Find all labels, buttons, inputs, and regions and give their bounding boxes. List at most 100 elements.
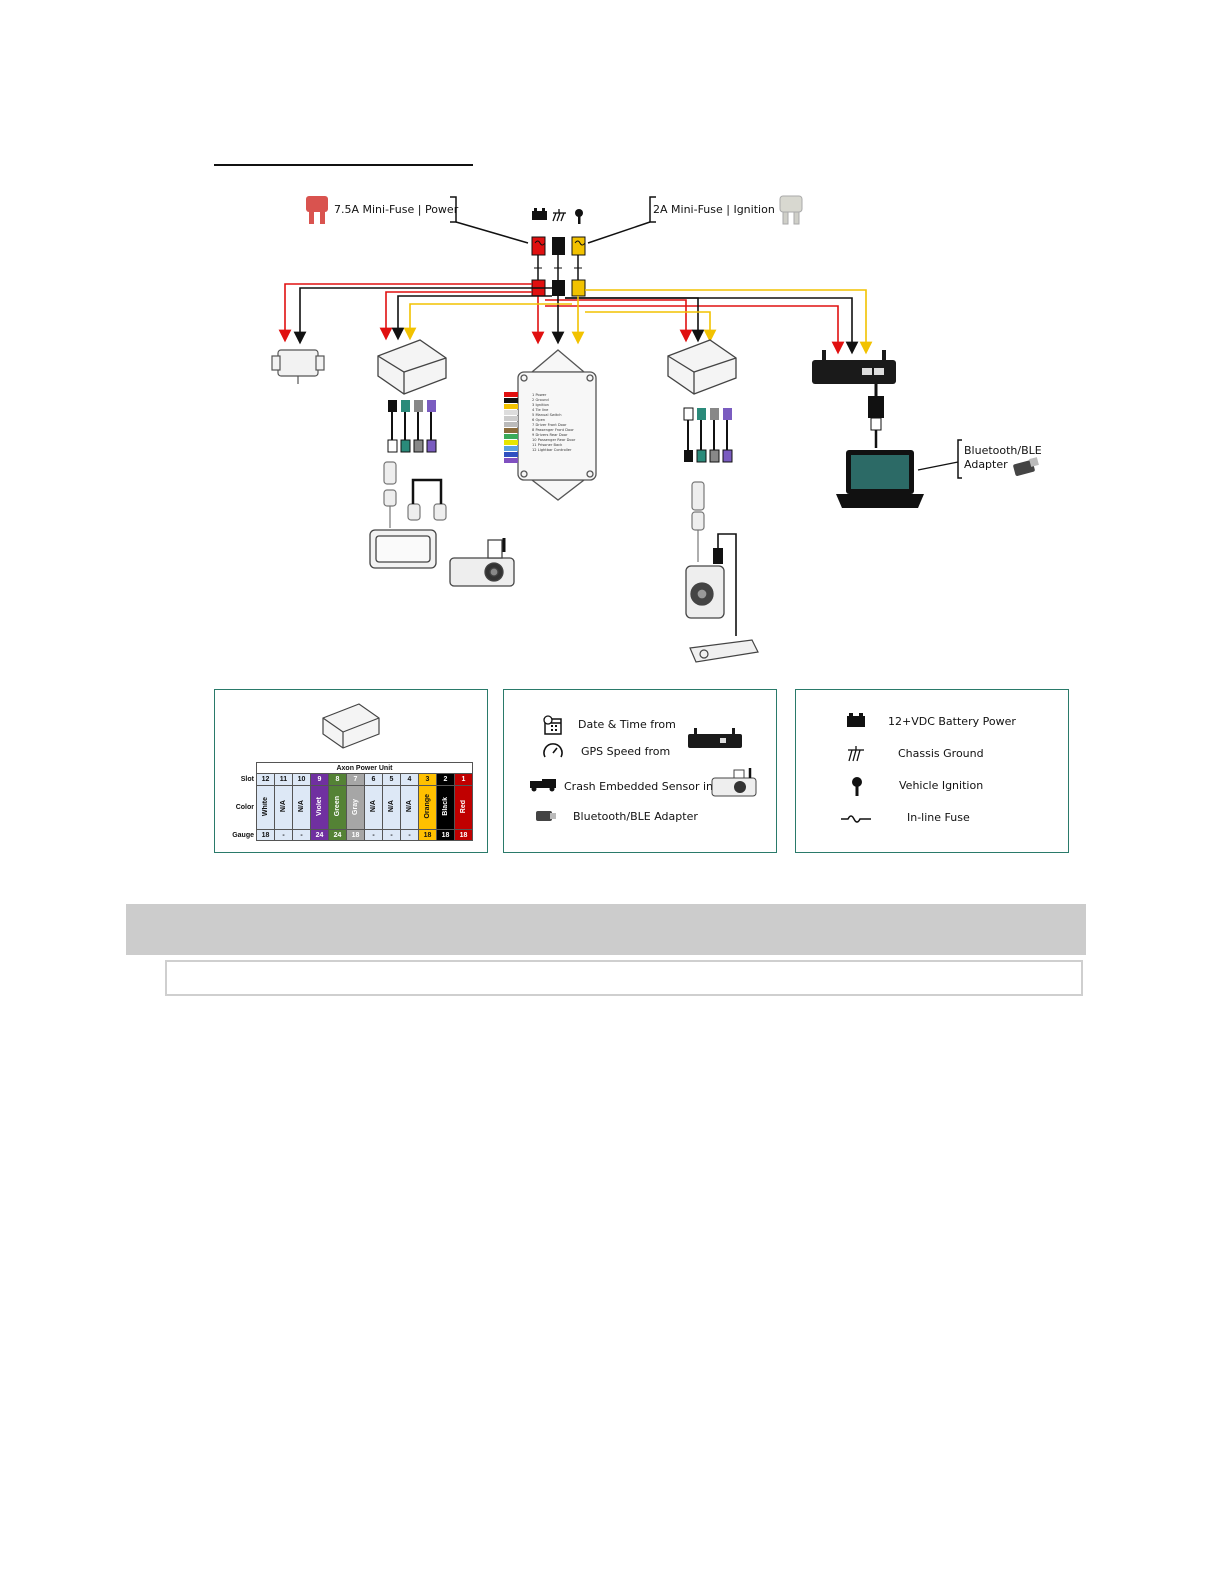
battery-legend-label: 12+VDC Battery Power — [888, 715, 1016, 728]
camera-controller-icon — [369, 529, 437, 569]
slot-cell: 10 — [292, 773, 311, 786]
gauge-cell: 24 — [328, 829, 347, 841]
gauge-cell: - — [274, 829, 293, 841]
slot-cell: 9 — [310, 773, 329, 786]
color-cell: Violet — [310, 785, 329, 830]
color-cell: Orange — [418, 785, 437, 830]
controller-pin-row: 2 Ground — [532, 398, 549, 402]
color-cell: Black — [436, 785, 455, 830]
key-icon — [575, 209, 583, 224]
bluetooth-label-line1: Bluetooth/BLE — [964, 444, 1042, 457]
gauge-cell: - — [364, 829, 383, 841]
slot-cell: 3 — [418, 773, 437, 786]
crash-sensor-label: Crash Embedded Sensor in — [564, 780, 713, 793]
date-time-label: Date & Time from — [578, 718, 676, 731]
slot-cell: 2 — [436, 773, 455, 786]
power-unit-small-icon — [322, 703, 380, 749]
section-header-bar — [126, 904, 1086, 955]
row-label-color: Color — [235, 804, 254, 811]
row-label-slot: Slot — [240, 776, 254, 783]
connector-group-left — [387, 400, 437, 453]
ground-legend-icon — [848, 746, 864, 762]
slot-cell: 12 — [256, 773, 275, 786]
heading-underline — [214, 164, 473, 166]
crash-icon — [530, 779, 556, 792]
dash-camera-icon — [449, 538, 515, 587]
slot-cell: 11 — [274, 773, 293, 786]
ethernet-plug-icon — [868, 396, 884, 448]
gauge-cell: 18 — [454, 829, 473, 841]
fuse-legend-label: In-line Fuse — [907, 811, 970, 824]
controller-pin-row: 3 Ignition — [532, 403, 549, 407]
slot-cell: 6 — [364, 773, 383, 786]
connector-group-right — [683, 407, 733, 463]
router-icon — [812, 350, 896, 384]
controller-pin-row: 10 Passenger Rear Door — [532, 438, 576, 442]
gauge-cell: - — [400, 829, 419, 841]
controller-pin-row: 4 Tie line — [532, 408, 549, 412]
color-cell: Green — [328, 785, 347, 830]
ignition-fuse-label: 2A Mini-Fuse | Ignition — [653, 203, 775, 216]
controller-pin-row: 1 Power — [532, 393, 547, 397]
ground-icon — [552, 209, 566, 222]
controller-pin-row: 6 Open — [532, 418, 546, 422]
gauge-cell: 18 — [436, 829, 455, 841]
color-cell: Gray — [346, 785, 365, 830]
battery-legend-icon — [847, 713, 865, 727]
color-cell: N/A — [292, 785, 311, 830]
controller-pin-row: 5 Manual Switch — [532, 413, 562, 417]
color-cell: Red — [454, 785, 473, 830]
gauge-cell: 18 — [418, 829, 437, 841]
slot-cell: 7 — [346, 773, 365, 786]
ignition-legend-label: Vehicle Ignition — [899, 779, 984, 792]
table-title: Axon Power Unit — [256, 762, 473, 774]
color-cell: N/A — [382, 785, 401, 830]
gauge-cell: 24 — [310, 829, 329, 841]
dock-icon — [689, 639, 759, 663]
power-unit-left-icon — [377, 339, 447, 395]
ignition-fuse-icon — [779, 195, 803, 225]
color-cell: White — [256, 785, 275, 830]
color-cell: N/A — [400, 785, 419, 830]
color-cell: N/A — [364, 785, 383, 830]
slot-cell: 5 — [382, 773, 401, 786]
slot-cell: 4 — [400, 773, 419, 786]
bluetooth-feature-label: Bluetooth/BLE Adapter — [573, 810, 698, 823]
sensor-bracket-icon — [271, 349, 325, 384]
gauge-cell: 18 — [256, 829, 275, 841]
power-fuse-label: 7.5A Mini-Fuse | Power — [334, 203, 459, 216]
controller-pin-list: 1 Power 2 Ground 3 Ignition 4 Tie line 5… — [532, 393, 594, 453]
row-label-gauge: Gauge — [232, 831, 254, 839]
body-camera-icon — [685, 565, 725, 619]
gps-speed-label: GPS Speed from — [581, 745, 671, 758]
slot-cell: 8 — [328, 773, 347, 786]
calendar-clock-icon — [543, 715, 562, 735]
controller-pin-row: 11 Prisoner Back — [532, 443, 563, 447]
wiring-diagram — [271, 195, 1039, 663]
controller-wire-stubs — [504, 392, 518, 463]
gauge-cell: 18 — [346, 829, 365, 841]
dash-camera-small-icon — [711, 768, 757, 797]
laptop-icon — [836, 450, 924, 508]
color-cell: N/A — [274, 785, 293, 830]
controller-pin-row: 9 Drivers Rear Door — [532, 433, 568, 437]
ground-legend-label: Chassis Ground — [898, 747, 984, 760]
fuse-legend-icon — [841, 815, 871, 823]
gauge-cell: - — [292, 829, 311, 841]
speedometer-icon — [543, 743, 563, 758]
battery-icon — [532, 208, 547, 220]
legend-panel: 12+VDC Battery Power Chassis Ground Vehi… — [795, 689, 1069, 853]
ble-adapter-small-icon — [536, 811, 556, 821]
central-controller-icon — [517, 349, 597, 501]
controller-pin-row: 7 Driver Front Door — [532, 423, 567, 427]
gauge-cell: - — [382, 829, 401, 841]
slot-cell: 1 — [454, 773, 473, 786]
controller-pin-row: 8 Passenger Front Door — [532, 428, 574, 432]
ble-adapter-icon — [1013, 457, 1039, 476]
section-content-box — [165, 960, 1083, 996]
